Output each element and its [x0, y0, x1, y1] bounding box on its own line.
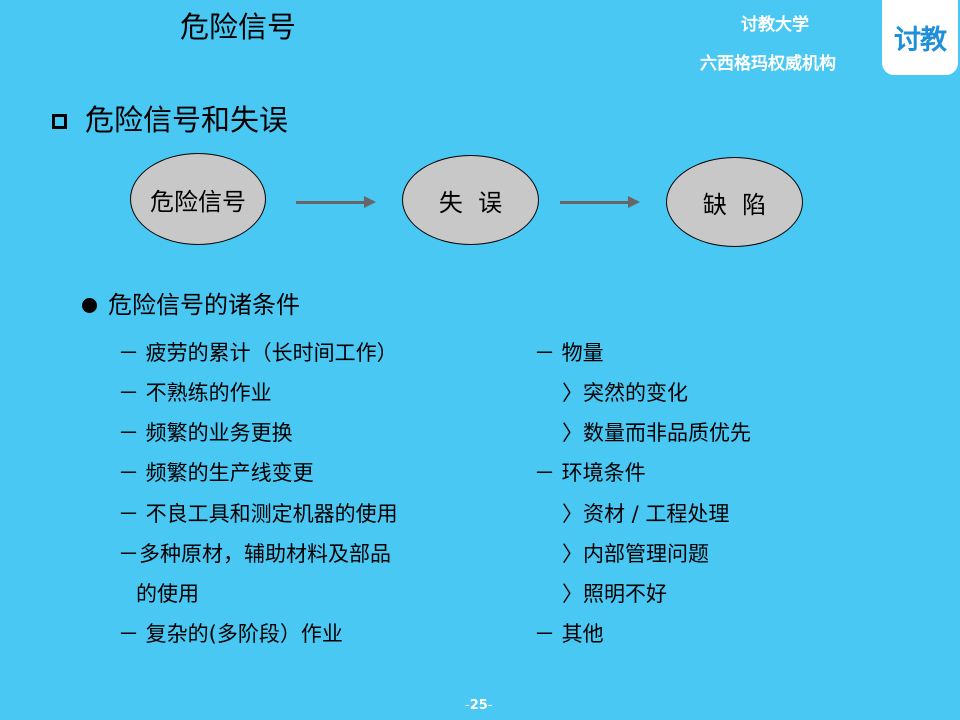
list-subitem: 〉资材 / 工程处理	[562, 502, 730, 526]
list-item: － 不熟练的作业	[118, 381, 272, 405]
list-subitem: 〉突然的变化	[562, 381, 688, 405]
flow-node-label: 危险信号	[150, 187, 246, 216]
flow-node-error: 失 误	[402, 155, 539, 245]
slide-title: 危险信号	[180, 10, 297, 44]
subsection-heading: 危险信号的诸条件	[82, 288, 300, 322]
checkbox-bullet-icon	[52, 113, 67, 129]
list-item-continuation: 的使用	[136, 582, 199, 606]
flow-node-label: 失 误	[438, 188, 503, 217]
list-subitem: 〉数量而非品质优先	[562, 421, 751, 445]
page-dash: -	[487, 698, 493, 713]
list-item: － 不良工具和测定机器的使用	[118, 502, 398, 526]
section-heading-text: 危险信号和失误	[85, 103, 289, 137]
list-item: － 环境条件	[534, 461, 646, 485]
page-number: -25-	[465, 698, 493, 713]
flow-node-label: 缺 陷	[702, 190, 767, 219]
list-item: － 其他	[534, 622, 604, 646]
page-dash: -	[465, 698, 470, 713]
brand-logo: 讨教	[882, 0, 958, 75]
dot-bullet-icon	[82, 297, 97, 313]
flow-node-danger-signal: 危险信号	[130, 153, 266, 245]
list-item: － 频繁的业务更换	[118, 421, 293, 445]
list-item: －多种原材，辅助材料及部品	[118, 542, 391, 566]
flow-node-defect: 缺 陷	[666, 157, 803, 247]
logo-text: 讨教	[894, 25, 947, 56]
list-item: － 物量	[534, 341, 604, 365]
subsection-heading-text: 危险信号的诸条件	[108, 291, 300, 319]
list-item: － 频繁的生产线变更	[118, 461, 314, 485]
list-item: － 疲劳的累计（长时间工作）	[118, 341, 398, 365]
list-subitem: 〉照明不好	[562, 582, 667, 606]
right-arrow-icon	[296, 196, 376, 208]
right-arrow-icon	[560, 196, 640, 208]
section-heading: 危险信号和失误	[52, 101, 288, 139]
list-item: － 复杂的(多阶段）作业	[118, 622, 343, 646]
page-number-value: 25	[469, 698, 488, 713]
brand-tagline: 六西格玛权威机构	[700, 54, 836, 74]
list-subitem: 〉内部管理问题	[562, 542, 709, 566]
brand-name: 讨教大学	[741, 15, 809, 35]
